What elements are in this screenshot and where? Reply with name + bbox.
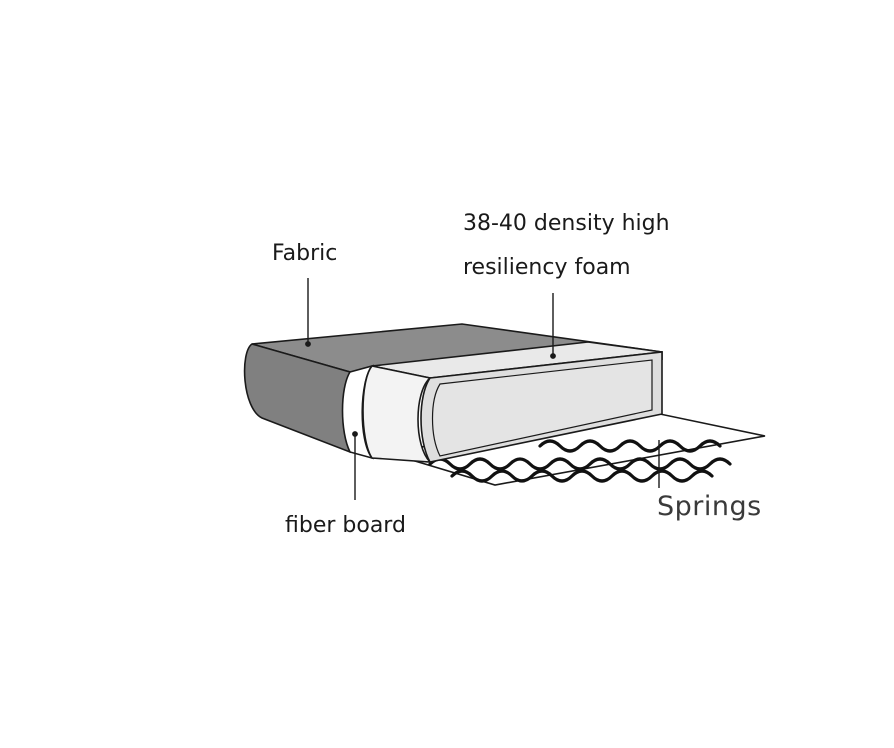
fabric-front-side xyxy=(243,343,351,454)
spring-wire xyxy=(450,469,714,483)
label-foam-line1: 38-40 density high xyxy=(463,211,670,236)
leader-fiber-dot xyxy=(352,431,358,437)
foam-layer xyxy=(362,341,663,463)
leader-lines xyxy=(305,278,660,500)
leader-fabric-dot xyxy=(305,341,311,347)
label-springs: Springs xyxy=(657,491,762,522)
label-fiber-board: fiber board xyxy=(285,513,406,538)
spring-wire xyxy=(428,457,732,471)
leader-foam-dot xyxy=(550,353,556,359)
label-fabric: Fabric xyxy=(272,241,338,266)
label-foam-line2: resiliency foam xyxy=(463,255,631,280)
spring-wire xyxy=(538,439,722,453)
foam-inner-face xyxy=(431,359,653,457)
springs-icon xyxy=(428,439,732,483)
foam-rim xyxy=(362,365,433,463)
